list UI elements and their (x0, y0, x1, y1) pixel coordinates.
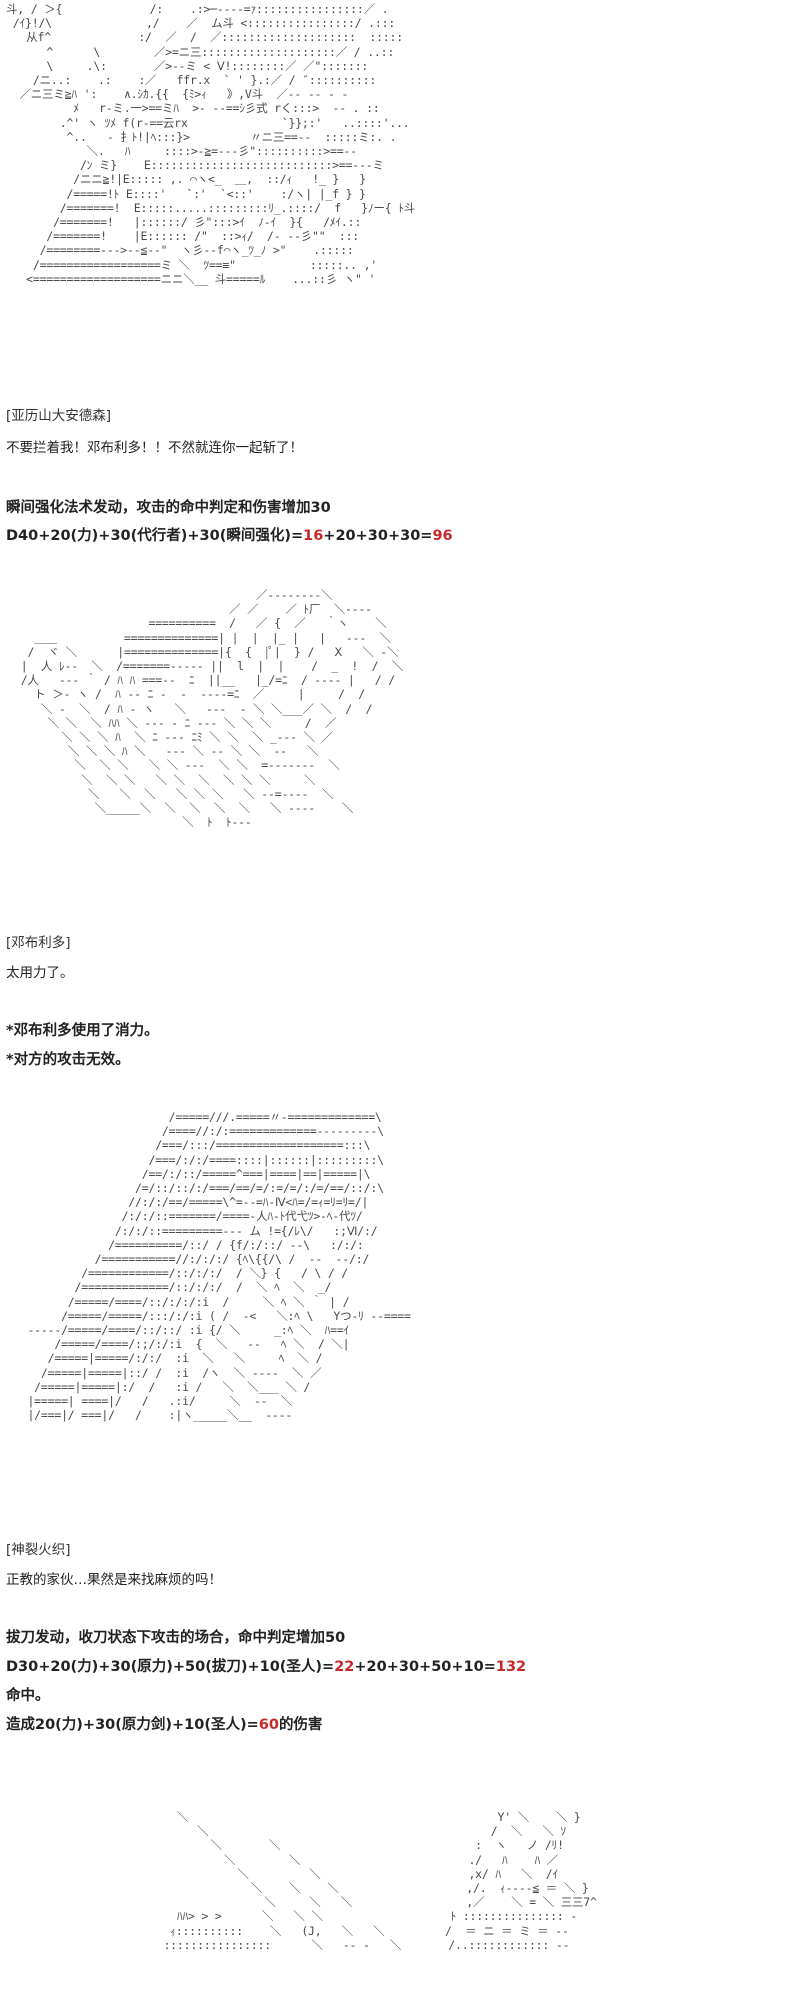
roll-rest: +20+30+30= (323, 528, 433, 544)
damage-prefix: 造成20(力)+30(原力剑)+10(圣人)= (6, 1717, 259, 1733)
roll-total-value: 96 (432, 528, 453, 544)
roll-formula: D30+20(力)+30(原力)+50(拔刀)+10(圣人)= (6, 1659, 335, 1675)
speaker-label: [神裂火织] (6, 1542, 71, 1558)
roll-line: D30+20(力)+30(原力)+50(拔刀)+10(圣人)=22+20+30+… (6, 1655, 526, 1676)
damage-value: 60 (258, 1717, 279, 1733)
roll-die-value: 16 (303, 528, 324, 544)
roll-die-value: 22 (334, 1659, 355, 1675)
roll-rest: +20+30+50+10= (354, 1659, 496, 1675)
ascii-art-slash: ＼ Y' ＼ ＼ } ＼ / ＼ ＼ ｿ ＼ ＼ : ヽ ノ /ﾘ! ＼ (163, 1810, 597, 1952)
ascii-art-anderson: 斗, / ＞{ /: .:>─‐‐‐‐=ｧ::::::::::::::::／ .… (6, 2, 416, 286)
roll-formula: D40+20(力)+30(代行者)+30(瞬间强化)= (6, 528, 304, 544)
roll-total-value: 132 (495, 1659, 527, 1675)
skill-line: 拔刀发动，收刀状态下攻击的场合，命中判定增加50 (6, 1630, 346, 1646)
status-line: *邓布利多使用了消力。 (6, 1023, 159, 1039)
dialogue-line: 太用力了。 (6, 965, 74, 981)
damage-line: 造成20(力)+30(原力剑)+10(圣人)=60的伤害 (6, 1713, 322, 1734)
ascii-art-dumbledore: ／‐‐‐‐‐‐‐‐＼ ／ ／ ／ ﾄ厂 ＼‐‐‐‐ ========== / ／… (20, 588, 404, 830)
dialogue-line: 正教的家伙…果然是来找麻烦的吗！ (6, 1572, 222, 1588)
roll-line: D40+20(力)+30(代行者)+30(瞬间强化)=16+20+30+30=9… (6, 524, 453, 545)
speaker-label: [亚历山大安德森] (6, 408, 112, 424)
damage-suffix: 的伤害 (278, 1717, 323, 1733)
dialogue-line: 不要拦着我！邓布利多！！不然就连你一起斩了！ (6, 440, 303, 456)
skill-line: 瞬间强化法术发动，攻击的命中判定和伤害增加30 (6, 500, 331, 516)
speaker-label: [邓布利多] (6, 935, 71, 951)
status-line: *对方的攻击无效。 (6, 1052, 130, 1068)
ascii-art-kanzaki: /=====///.=====〃‐=============\ /====//:… (27, 1110, 411, 1423)
hit-line: 命中。 (6, 1688, 50, 1704)
